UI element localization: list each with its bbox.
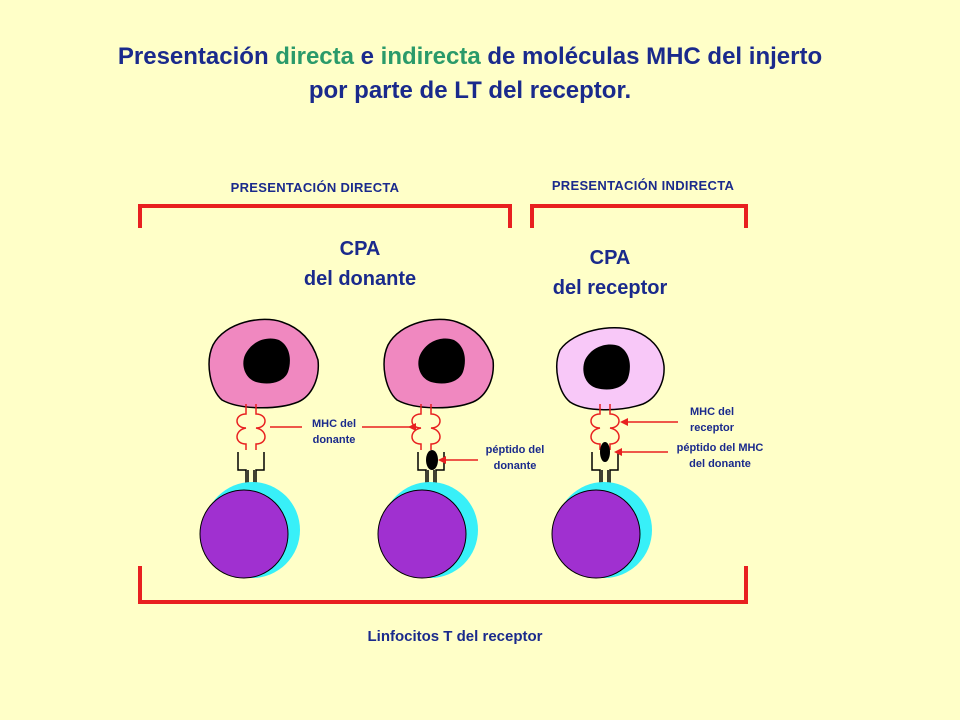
title-text: de moléculas MHC del injerto xyxy=(480,43,823,70)
cpa-donor-line2: del donante xyxy=(303,268,417,290)
nucleus xyxy=(583,344,630,390)
lymphocytes-label: Linfocitos T del receptor xyxy=(367,628,543,645)
t-lymphocyte xyxy=(377,482,478,579)
cpa-recipient-label: CPA del receptor xyxy=(510,243,710,303)
label-line: MHC del xyxy=(312,418,356,430)
label-line: receptor xyxy=(689,422,735,434)
cpa-recipient-line1: CPA xyxy=(589,247,631,269)
tcr-receptor xyxy=(237,452,265,486)
t-lymphocyte xyxy=(199,482,300,579)
mhc-molecule xyxy=(236,404,266,450)
mhc-donor-label: MHC del donante xyxy=(294,416,374,448)
label-line: del donante xyxy=(689,458,751,470)
lymphocyte-bracket xyxy=(138,566,748,604)
title-text: e xyxy=(353,43,381,70)
cpa-donor-line1: CPA xyxy=(339,238,381,260)
label-line: donante xyxy=(493,460,537,472)
label-line: péptido del xyxy=(485,444,545,456)
peptide xyxy=(426,450,438,470)
cpa-donor-label: CPA del donante xyxy=(260,234,460,294)
nucleus xyxy=(418,338,465,384)
apc-donor-cell xyxy=(383,318,495,409)
cpa-recipient-line2: del receptor xyxy=(552,277,668,299)
section-indirect-label: PRESENTACIÓN INDIRECTA xyxy=(551,178,735,193)
peptide-donor-label: péptido del donante xyxy=(470,442,560,474)
peptide-mhc-donor-label: péptido del MHC del donante xyxy=(660,440,780,472)
label-line: donante xyxy=(312,434,356,446)
title-directa: directa xyxy=(275,43,354,70)
pointer-arrow xyxy=(438,456,446,464)
nucleus xyxy=(243,338,290,384)
direct-bracket xyxy=(138,204,512,228)
mhc-recipient-label: MHC del receptor xyxy=(672,404,752,436)
pointer-arrow xyxy=(614,448,622,456)
indirect-bracket xyxy=(530,204,748,228)
pointer-arrow xyxy=(408,423,416,431)
apc-recipient-cell xyxy=(556,327,665,411)
mhc-molecule xyxy=(411,404,441,450)
t-lymphocyte xyxy=(551,482,652,579)
pointer-arrow xyxy=(620,418,628,426)
title-text: Presentación xyxy=(117,43,276,70)
mhc-molecule xyxy=(590,404,620,450)
label-line: MHC del xyxy=(690,406,734,418)
apc-donor-cell xyxy=(208,318,320,409)
label-line: péptido del MHC xyxy=(676,442,764,454)
peptide xyxy=(600,442,610,462)
title-indirecta: indirecta xyxy=(380,43,481,70)
section-direct-label: PRESENTACIÓN DIRECTA xyxy=(230,180,400,195)
page-title: Presentación directa e indirecta de molé… xyxy=(0,40,940,108)
title-line2: por parte de LT del receptor. xyxy=(308,77,632,104)
